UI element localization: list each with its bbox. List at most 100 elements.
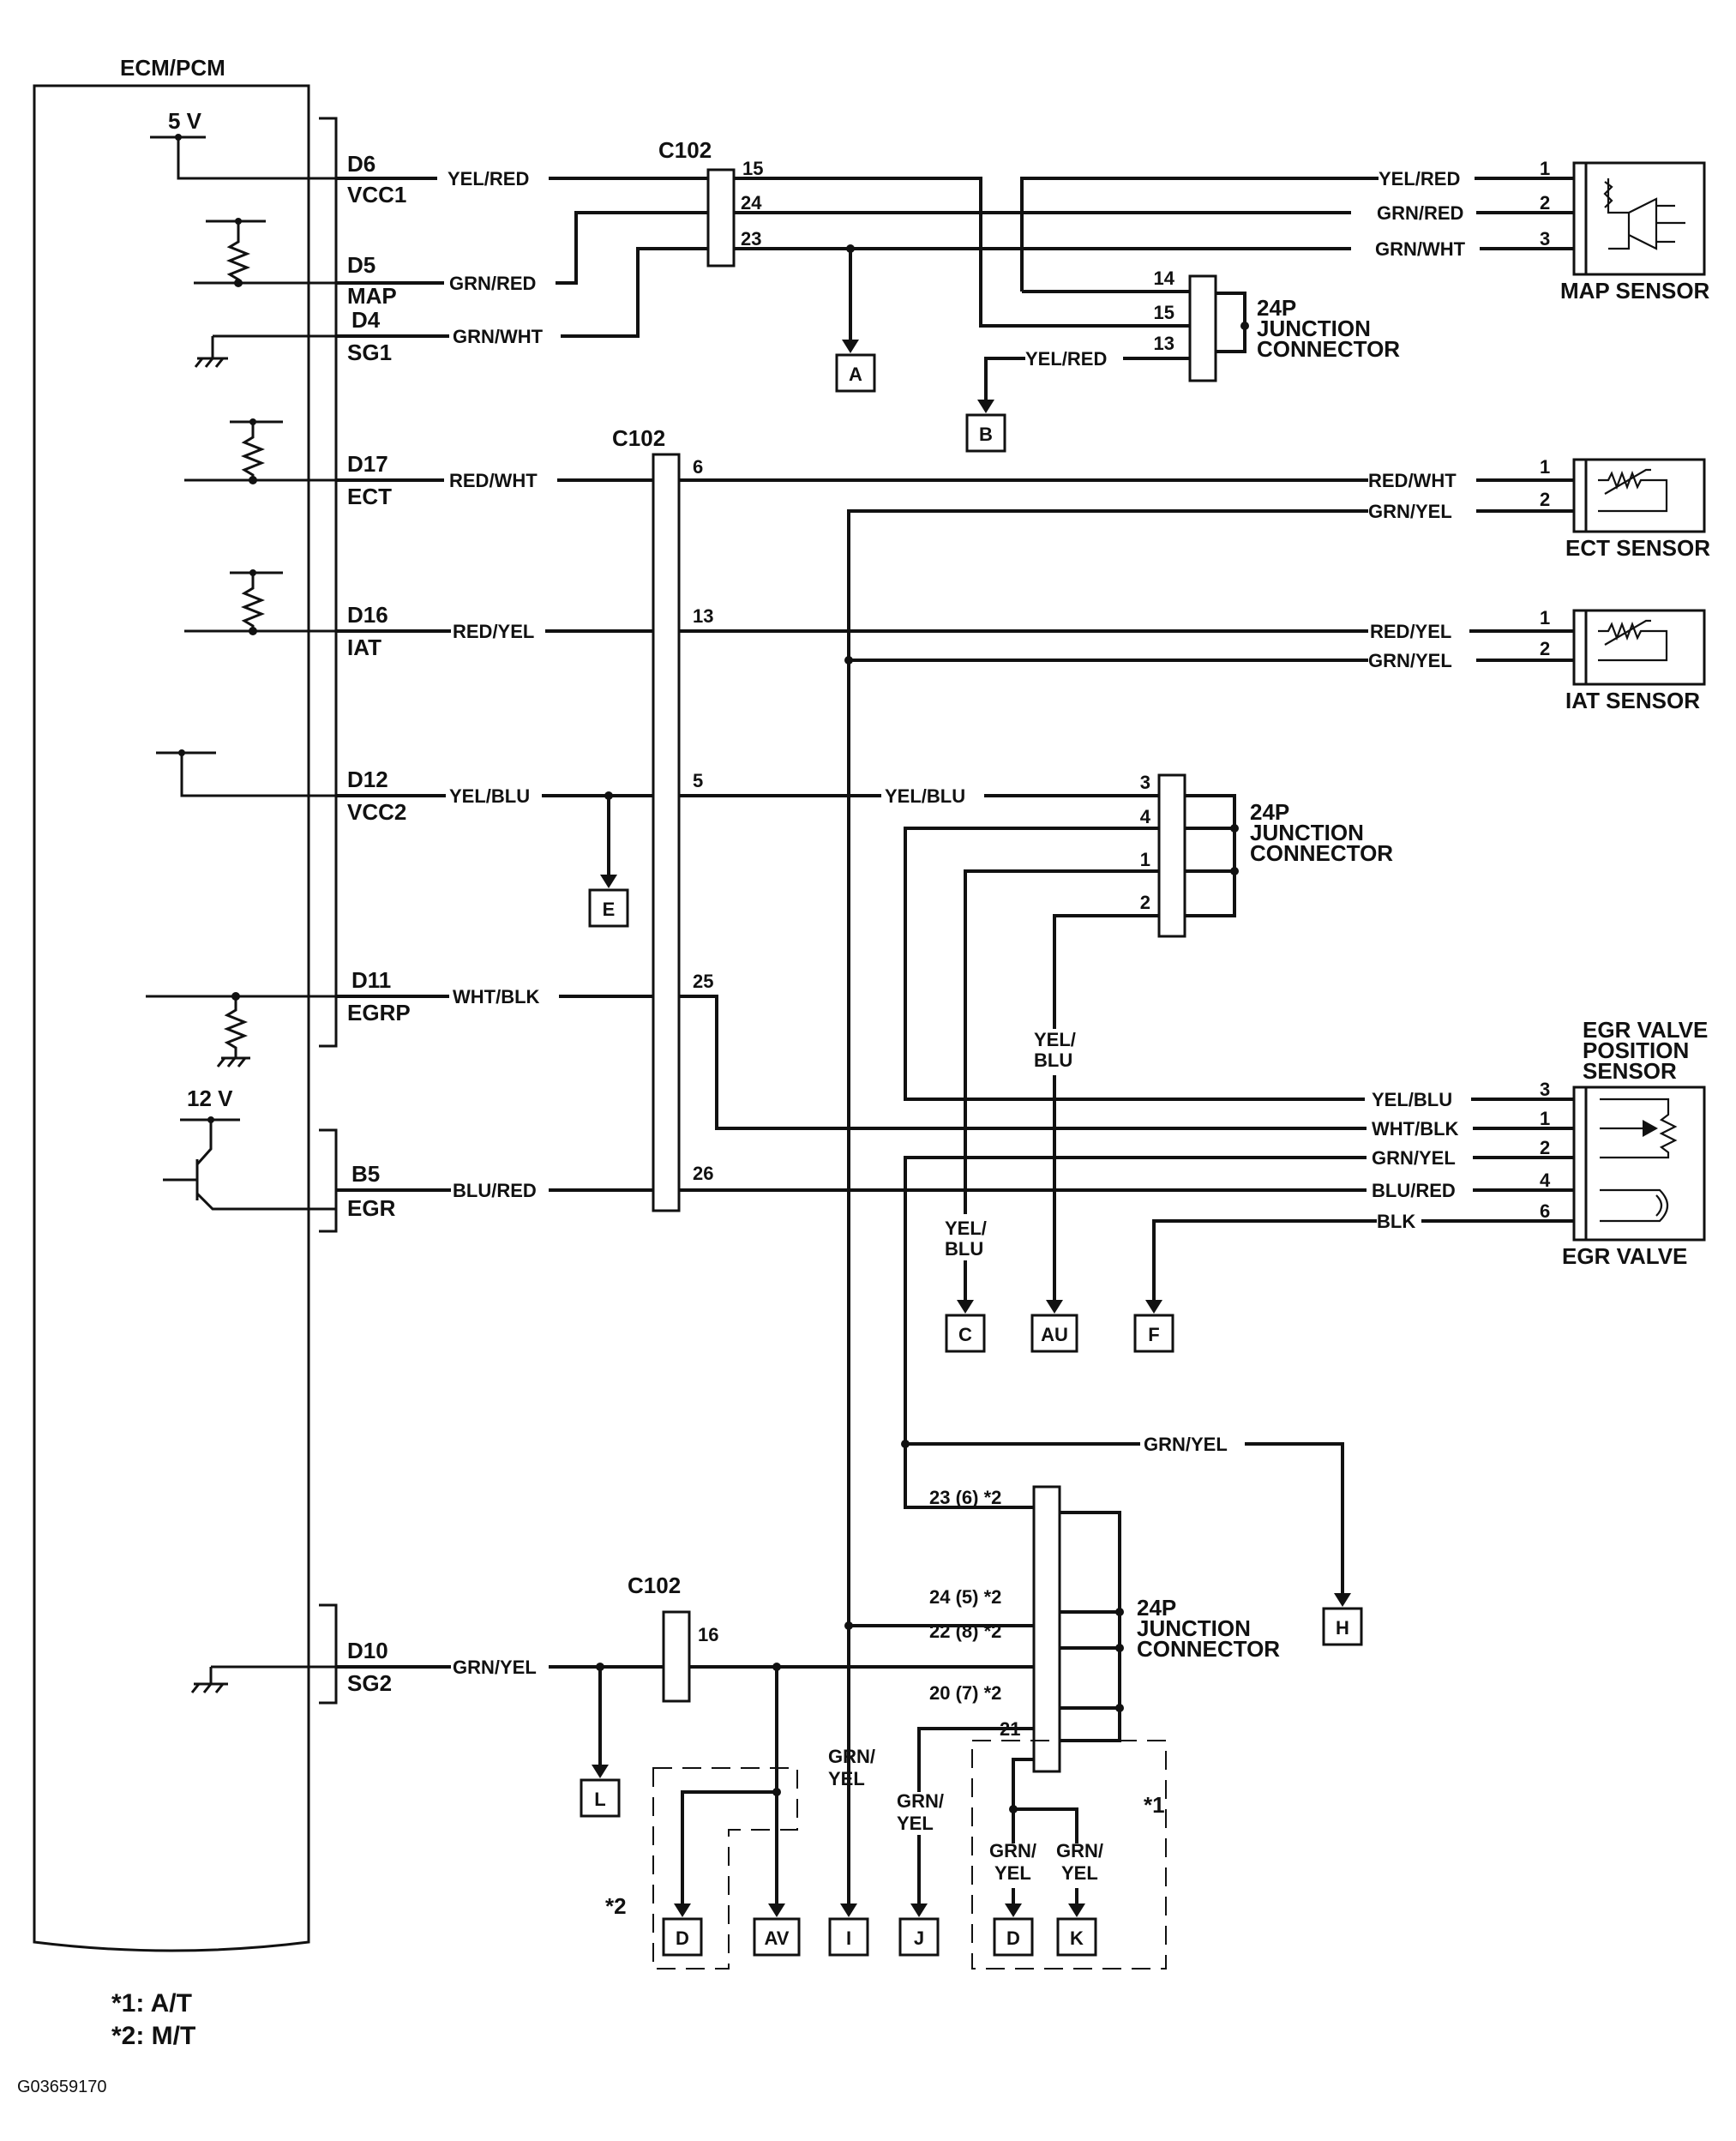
junction-top-pin-14: 14: [1154, 268, 1175, 289]
ref-box-a: [835, 353, 876, 393]
vcc2-source: [156, 751, 336, 797]
iat-pullup-resistor: [230, 571, 283, 631]
junction-bottom-label-2: JUNCTION: [1137, 1615, 1251, 1641]
supply-5v: 5 V: [168, 108, 202, 134]
sensors: 1 2 3 MAP SENSOR 1 2 ECT SENSOR 1 2 IAT …: [1540, 158, 1710, 1269]
wire-to-ref-f: [1152, 1219, 1574, 1303]
map-sensor-label: MAP SENSOR: [1560, 278, 1710, 304]
wire-label-ect-grn-yel: GRN/YEL: [1368, 501, 1452, 522]
ref-d-at: D: [1006, 1928, 1020, 1949]
ref-box-f: [1133, 1314, 1174, 1353]
pin-sg2: SG2: [347, 1670, 392, 1696]
ref-d-mt: D: [676, 1928, 689, 1949]
junction-bottom-bus: [1060, 1511, 1121, 1742]
wire-label-map-yel-red: YEL/RED: [1379, 168, 1460, 189]
ref-box-c: [945, 1314, 986, 1353]
pin-egr: EGR: [347, 1195, 396, 1221]
egr-pin-2: 2: [1540, 1137, 1550, 1158]
wire-map-sensor-leads: [1475, 177, 1574, 250]
junction-mid-label-1: 24P: [1250, 799, 1289, 825]
wire-to-ref-h: [905, 1442, 1344, 1597]
supply-12v: 12 V: [187, 1086, 233, 1111]
ref-j: J: [914, 1928, 924, 1949]
ref-l: L: [594, 1789, 605, 1810]
wire-label-jc-yel-red: YEL/RED: [1025, 348, 1107, 370]
egr-pin-3: 3: [1540, 1079, 1550, 1100]
pin-d17: D17: [347, 451, 388, 477]
ref-av: AV: [765, 1928, 790, 1949]
wire-label-d6-yel-red: YEL/RED: [448, 168, 529, 189]
wire-label-egr-blu-red: BLU/RED: [1372, 1180, 1456, 1201]
note-mark-1: *1: [1144, 1792, 1165, 1818]
iat-sensor-box: [1572, 609, 1706, 686]
c102-bottom-label: C102: [628, 1573, 681, 1598]
ecm-title: ECM/PCM: [120, 55, 225, 81]
wire-vcc1-yel-red: [336, 177, 1190, 328]
at-option-frame: [971, 1740, 1167, 1970]
c102-bottom-pin-16: 16: [698, 1624, 718, 1645]
reference-boxes: A B E C AU F H L D AV I J D K: [580, 353, 1363, 1957]
iat-thermistor-symbol: [1598, 619, 1668, 662]
ref-b: B: [979, 424, 993, 445]
wire-label-d16-red-yel: RED/YEL: [453, 621, 534, 642]
wire-label-c-yel: YEL/: [945, 1218, 987, 1239]
junction-top-label-2: JUNCTION: [1257, 316, 1371, 341]
mt-option-frame: [652, 1767, 798, 1970]
pin-d5: D5: [347, 252, 375, 278]
wire-label-mid-yel-blu: YEL/BLU: [885, 785, 965, 807]
wires: YEL/RED GRN/RED GRN/WHT YEL/RED GRN/RED …: [336, 168, 1574, 1970]
sg1-ground-symbol: [194, 334, 336, 368]
junction-bottom-label-1: 24P: [1137, 1595, 1176, 1621]
junction-top-pin-15: 15: [1154, 302, 1174, 323]
ect-sensor-box: [1572, 458, 1706, 533]
map-sensor: 1 2 3 MAP SENSOR: [1540, 158, 1710, 304]
connector-b-bracket: [319, 1128, 338, 1233]
egr-valve-box: [1572, 1086, 1706, 1242]
wire-label-d11-wht-blk: WHT/BLK: [453, 986, 540, 1007]
iat-pin-2: 2: [1540, 638, 1550, 659]
map-sensor-symbol: [1603, 178, 1685, 250]
ref-box-k: [1056, 1917, 1097, 1957]
c102-top-connector: [706, 168, 736, 268]
junction-mid-pin-1: 1: [1140, 849, 1150, 870]
pin-b5: B5: [351, 1161, 380, 1187]
c102-mid-pin-5: 5: [693, 770, 703, 791]
egr-pin-4: 4: [1540, 1170, 1551, 1191]
ref-h: H: [1336, 1617, 1349, 1639]
iat-sensor: 1 2 IAT SENSOR: [1540, 607, 1706, 713]
pin-d6: D6: [347, 151, 375, 177]
pin-d11: D11: [351, 967, 391, 993]
wire-to-ref-b: [984, 357, 1190, 403]
c102-middle-connector: [652, 453, 681, 1212]
footnote-mt: *2: M/T: [111, 2022, 195, 2050]
wire-label-d12-yel-blu: YEL/BLU: [449, 785, 530, 807]
connector-d-bracket: [319, 117, 338, 1048]
wire-label-i-yel: YEL: [828, 1768, 865, 1789]
map-pin-2: 2: [1540, 192, 1550, 213]
wire-egr-grn-yel: [904, 1156, 1574, 1509]
ref-box-j: [898, 1917, 940, 1957]
junction-bottom-pin-20: 20 (7) *2: [929, 1682, 1001, 1704]
pin-vcc1: VCC1: [347, 182, 406, 207]
junction-top-label-1: 24P: [1257, 295, 1296, 321]
ref-box-av: [753, 1917, 801, 1957]
c102-middle-label: C102: [612, 425, 665, 451]
junction-mid-pin-4: 4: [1140, 806, 1151, 827]
footnotes: *1: A/T *2: M/T G03659170: [17, 1989, 195, 2096]
egr-position-label-3: SENSOR: [1583, 1058, 1677, 1084]
pin-vcc2: VCC2: [347, 799, 406, 825]
wire-ect-grn-yel: [847, 509, 1574, 1909]
wire-to-ref-c: [964, 869, 1159, 1303]
ref-box-au: [1030, 1314, 1078, 1353]
ect-sensor-label: ECT SENSOR: [1565, 535, 1710, 561]
egr-valve: EGR VALVE POSITION SENSOR 3 1 2 4 6 EGR …: [1540, 1017, 1708, 1269]
c102-top-pin-24: 24: [741, 192, 762, 213]
junction-bottom-pin-22: 22 (8) *2: [929, 1621, 1001, 1642]
junction-middle-bus: [1185, 794, 1236, 917]
wire-label-egr-yel-blu: YEL/BLU: [1372, 1089, 1452, 1110]
pin-egrp: EGRP: [347, 1000, 411, 1025]
egr-potentiometer-symbol: [1600, 1098, 1678, 1159]
wire-label-c-blu: BLU: [945, 1238, 983, 1260]
pin-iat: IAT: [347, 634, 381, 660]
